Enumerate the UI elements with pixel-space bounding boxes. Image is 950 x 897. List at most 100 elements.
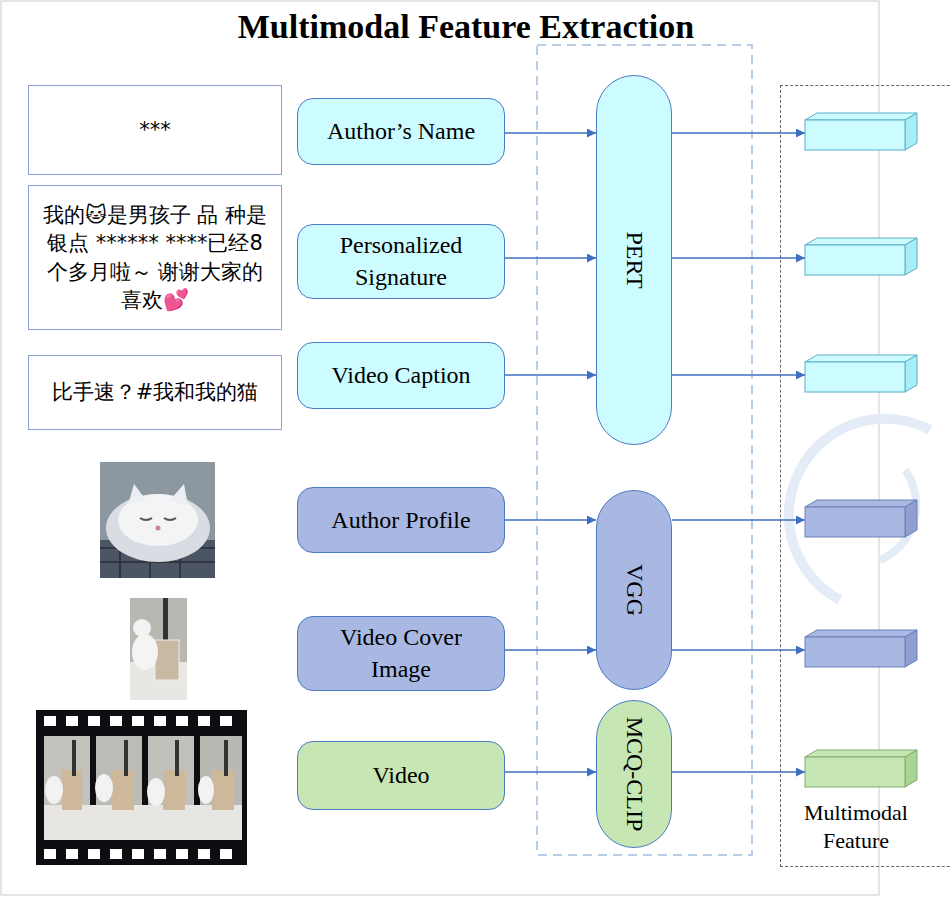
video-filmstrip-part-part [198,849,210,859]
model-region [537,45,752,855]
video-feature-cuboid [805,750,917,787]
text-feature-cuboid-part [805,120,905,150]
node-text: Video Cover Image [316,621,486,686]
author-profile-photo [100,462,215,578]
video-filmstrip-part-part [112,770,134,810]
input-label: Video Cover Image [297,616,505,691]
text-feature-cuboid [805,355,917,392]
encoder-pill: MCQ-CLIP [596,700,672,848]
video-filmstrip-part-part [132,716,144,726]
image-feature-cuboid-part [805,637,905,667]
video-cover-photo-part [130,598,187,700]
flow-arrow [505,771,596,773]
video-cover-photo-part [133,619,151,637]
flow-arrow [672,374,805,376]
video-cover-photo-part [132,634,158,670]
flow-arrow [505,374,596,376]
video-filmstrip-part-part [224,740,228,776]
video-filmstrip-part-part [66,849,78,859]
text-feature-cuboid [805,113,917,150]
flow-arrow [672,257,805,259]
video-filmstrip-part-part [44,716,56,726]
video-filmstrip-part-part [124,740,128,776]
video-filmstrip-part [36,710,247,865]
node-text: Author Profile [331,504,470,536]
text-feature-cuboid-part [905,238,917,275]
video-filmstrip-part-part [44,849,56,859]
video-filmstrip-part-part [88,716,100,726]
video-feature-cuboid-part [805,757,905,787]
flow-arrow [505,132,596,134]
source-text-box: 比手速？#我和我的猫 [28,355,282,430]
text-feature-cuboid-part [805,362,905,392]
node-text: Video [372,759,429,791]
input-label: Video [297,741,505,810]
feature-cuboids [805,113,917,787]
outer-frame [1,1,879,895]
video-feature-cuboid-part [905,750,917,787]
node-text: MCQ-CLIP [621,717,648,832]
input-label: Personalized Signature [297,224,505,299]
flow-arrow [672,649,805,651]
encoder-pill: PERT [596,75,672,445]
text-feature-cuboid-part [805,238,917,245]
video-filmstrip-part-part [147,778,165,806]
outer-frame-part [1,1,879,895]
image-feature-cuboid [805,500,917,537]
text-feature-cuboid-part [805,245,905,275]
author-profile-photo-part [156,526,161,531]
video-filmstrip-part-part [176,849,188,859]
node-text: *** [139,116,171,144]
text-feature-cuboid-part [805,113,917,120]
video-filmstrip-part-part [44,805,242,840]
flow-arrow [672,519,805,521]
video-filmstrip-part-part [220,716,232,726]
video-filmstrip-part-part [154,849,166,859]
flow-arrow [672,771,805,773]
text-feature-cuboid-part [905,113,917,150]
video-filmstrip-part-part [220,849,232,859]
author-profile-photo-part [100,462,215,578]
video-filmstrip-part-part [95,774,113,802]
input-label: Video Caption [297,342,505,409]
node-text: Multimodal Feature [781,799,931,854]
node-text: PERT [621,231,648,288]
source-text-box: 我的🐱是男孩子 品 种是银点 ****** ****已经8个多月啦～ 谢谢大家的… [28,185,282,330]
feature-region: Multimodal Feature [780,85,950,867]
node-text: Personalized Signature [316,229,486,294]
input-label: Author’s Name [297,98,505,165]
image-feature-cuboid-part [805,500,917,507]
video-cover-photo [130,598,187,700]
model-region-part [537,45,752,855]
video-filmstrip-part-part [45,776,63,804]
author-profile-photo-part [170,484,188,506]
input-label: Author Profile [297,487,505,553]
image-feature-cuboid-part [805,507,905,537]
source-text-box: *** [28,85,282,175]
video-filmstrip-part-part [175,740,179,776]
video-filmstrip-part-part [66,716,78,726]
author-profile-photo-part [140,518,176,520]
video-filmstrip-part-part [132,849,144,859]
video-feature-cuboid-part [805,750,917,757]
video-filmstrip-part-part [176,716,188,726]
flow-arrow [505,649,596,651]
author-profile-photo-part [128,484,146,505]
video-filmstrip-part-part [198,716,210,726]
node-text: Video Caption [331,359,470,391]
video-filmstrip-part-part [163,770,185,810]
video-filmstrip-part-part [212,770,234,810]
encoder-pill: VGG [596,490,672,690]
author-profile-photo-part [106,494,210,562]
video-filmstrip-part-part [198,776,214,804]
video-filmstrip-part-part [72,740,76,776]
flow-arrow [672,132,805,134]
video-filmstrip-part-part [110,716,122,726]
text-feature-cuboid-part [805,355,917,362]
video-filmstrip [36,710,247,865]
image-feature-cuboid [805,630,917,667]
video-filmstrip-part [44,736,242,840]
text-feature-cuboid-part [905,355,917,392]
node-text: 我的🐱是男孩子 品 种是银点 ****** ****已经8个多月啦～ 谢谢大家的… [39,201,271,314]
